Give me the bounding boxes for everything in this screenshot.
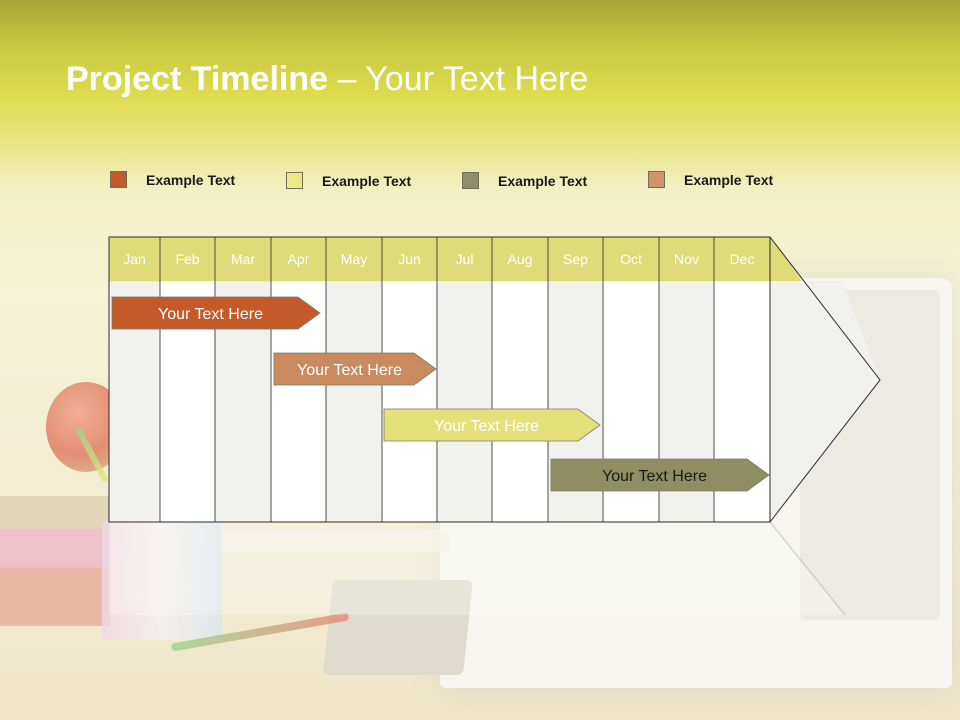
legend-label: Example Text <box>498 173 588 189</box>
timeline-bar <box>550 458 770 492</box>
bar-label: Your Text Here <box>297 362 402 379</box>
background-notebook <box>220 530 450 552</box>
timeline-reflection-shape <box>109 522 845 615</box>
month-label: Oct <box>620 251 642 267</box>
timeline-frame <box>108 236 771 523</box>
bar-label: Your Text Here <box>158 306 263 323</box>
legend-swatch <box>286 172 303 189</box>
month-label: Aug <box>508 251 533 267</box>
background-pencil-cup <box>102 520 222 640</box>
arrow-head-body <box>770 281 880 522</box>
arrow-outline <box>769 236 881 523</box>
month-column <box>381 280 438 523</box>
month-label: Dec <box>730 251 755 267</box>
month-label: Nov <box>674 251 699 267</box>
legend-swatch <box>648 171 665 188</box>
bar-label: Your Text Here <box>434 418 539 435</box>
legend-label: Example Text <box>146 172 236 188</box>
page-title: Project Timeline – Your Text Here <box>66 60 588 99</box>
month-label: Mar <box>231 251 255 267</box>
background-books <box>0 496 110 626</box>
month-column <box>325 280 383 523</box>
timeline-bar <box>111 296 321 330</box>
timeline-outline <box>108 236 881 523</box>
legend-label: Example Text <box>684 172 774 188</box>
title-bold: Project Timeline <box>66 60 329 98</box>
month-label: Apr <box>288 251 310 267</box>
timeline-header <box>109 237 802 522</box>
month-column <box>491 280 549 523</box>
month-label: Jan <box>123 251 146 267</box>
timeline-months: Jan Feb Mar Apr May Jun Jul Aug Sep Oct Nov Dec <box>123 251 754 267</box>
legend-swatch <box>462 172 479 189</box>
title-subtitle: – Your Text Here <box>328 60 589 98</box>
month-column <box>436 280 493 523</box>
header-band <box>109 237 802 281</box>
month-label: May <box>341 251 367 267</box>
legend-swatch <box>110 171 127 188</box>
bar-label: Your Text Here <box>602 468 707 485</box>
timeline-bar <box>383 408 601 442</box>
month-label: Feb <box>175 251 199 267</box>
timeline-reflection <box>109 521 846 616</box>
month-label: Sep <box>563 251 588 267</box>
month-label: Jul <box>456 251 474 267</box>
timeline-reflection-edge <box>769 521 846 616</box>
timeline-bar <box>273 352 437 386</box>
month-label: Jun <box>398 251 421 267</box>
legend-label: Example Text <box>322 173 412 189</box>
